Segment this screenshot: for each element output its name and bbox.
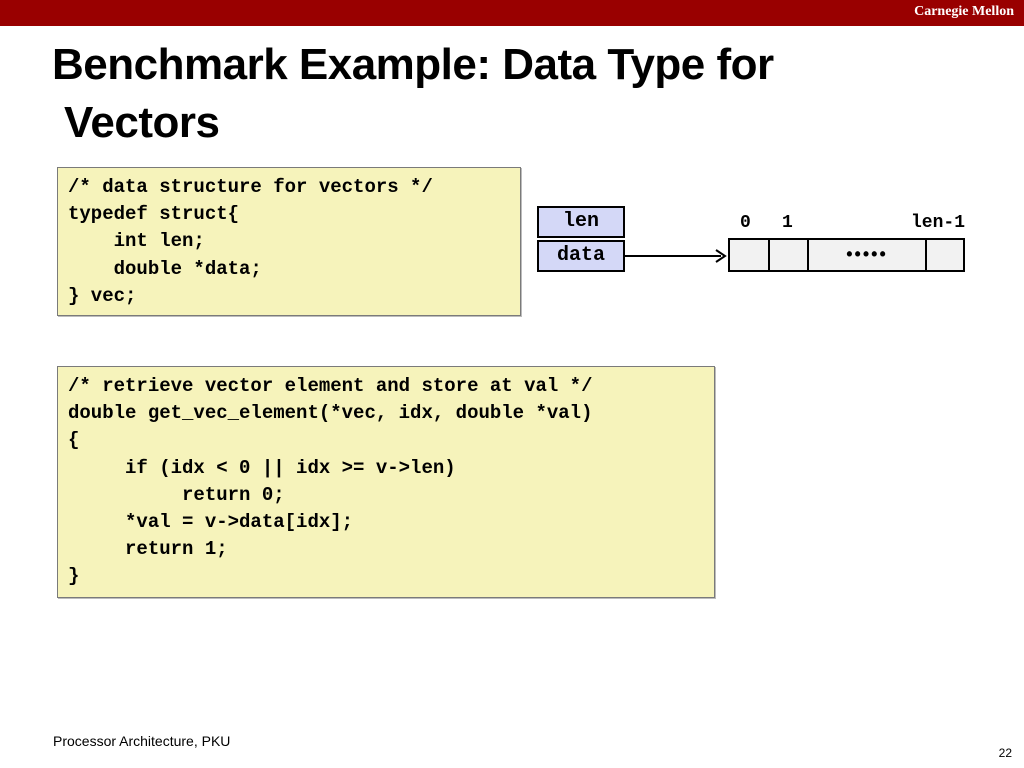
brand-label: Carnegie Mellon [914,4,1014,19]
array-index-1: 1 [782,213,793,233]
slide-title-line-2: Vectors [64,98,220,147]
array-cell-0 [728,238,770,272]
slide-title: Benchmark Example: Data Type for Vectors [52,36,774,152]
array-ellipsis-cell: ••••• [807,238,927,272]
struct-field-len: len [537,206,625,238]
page-number: 22 [998,746,1012,760]
array-cell-last [925,238,965,272]
pointer-arrow [625,249,727,263]
footer-course: Processor Architecture, PKU [53,733,231,749]
slide-title-line-1: Benchmark Example: Data Type for [52,40,774,89]
struct-code-block: /* data structure for vectors */ typedef… [57,167,521,316]
struct-field-data: data [537,240,625,272]
function-code-block: /* retrieve vector element and store at … [57,366,715,598]
array-cell-1 [768,238,809,272]
array-index-0: 0 [740,213,751,233]
top-banner: Carnegie Mellon [0,0,1024,26]
array-index-last: len-1 [911,213,966,233]
